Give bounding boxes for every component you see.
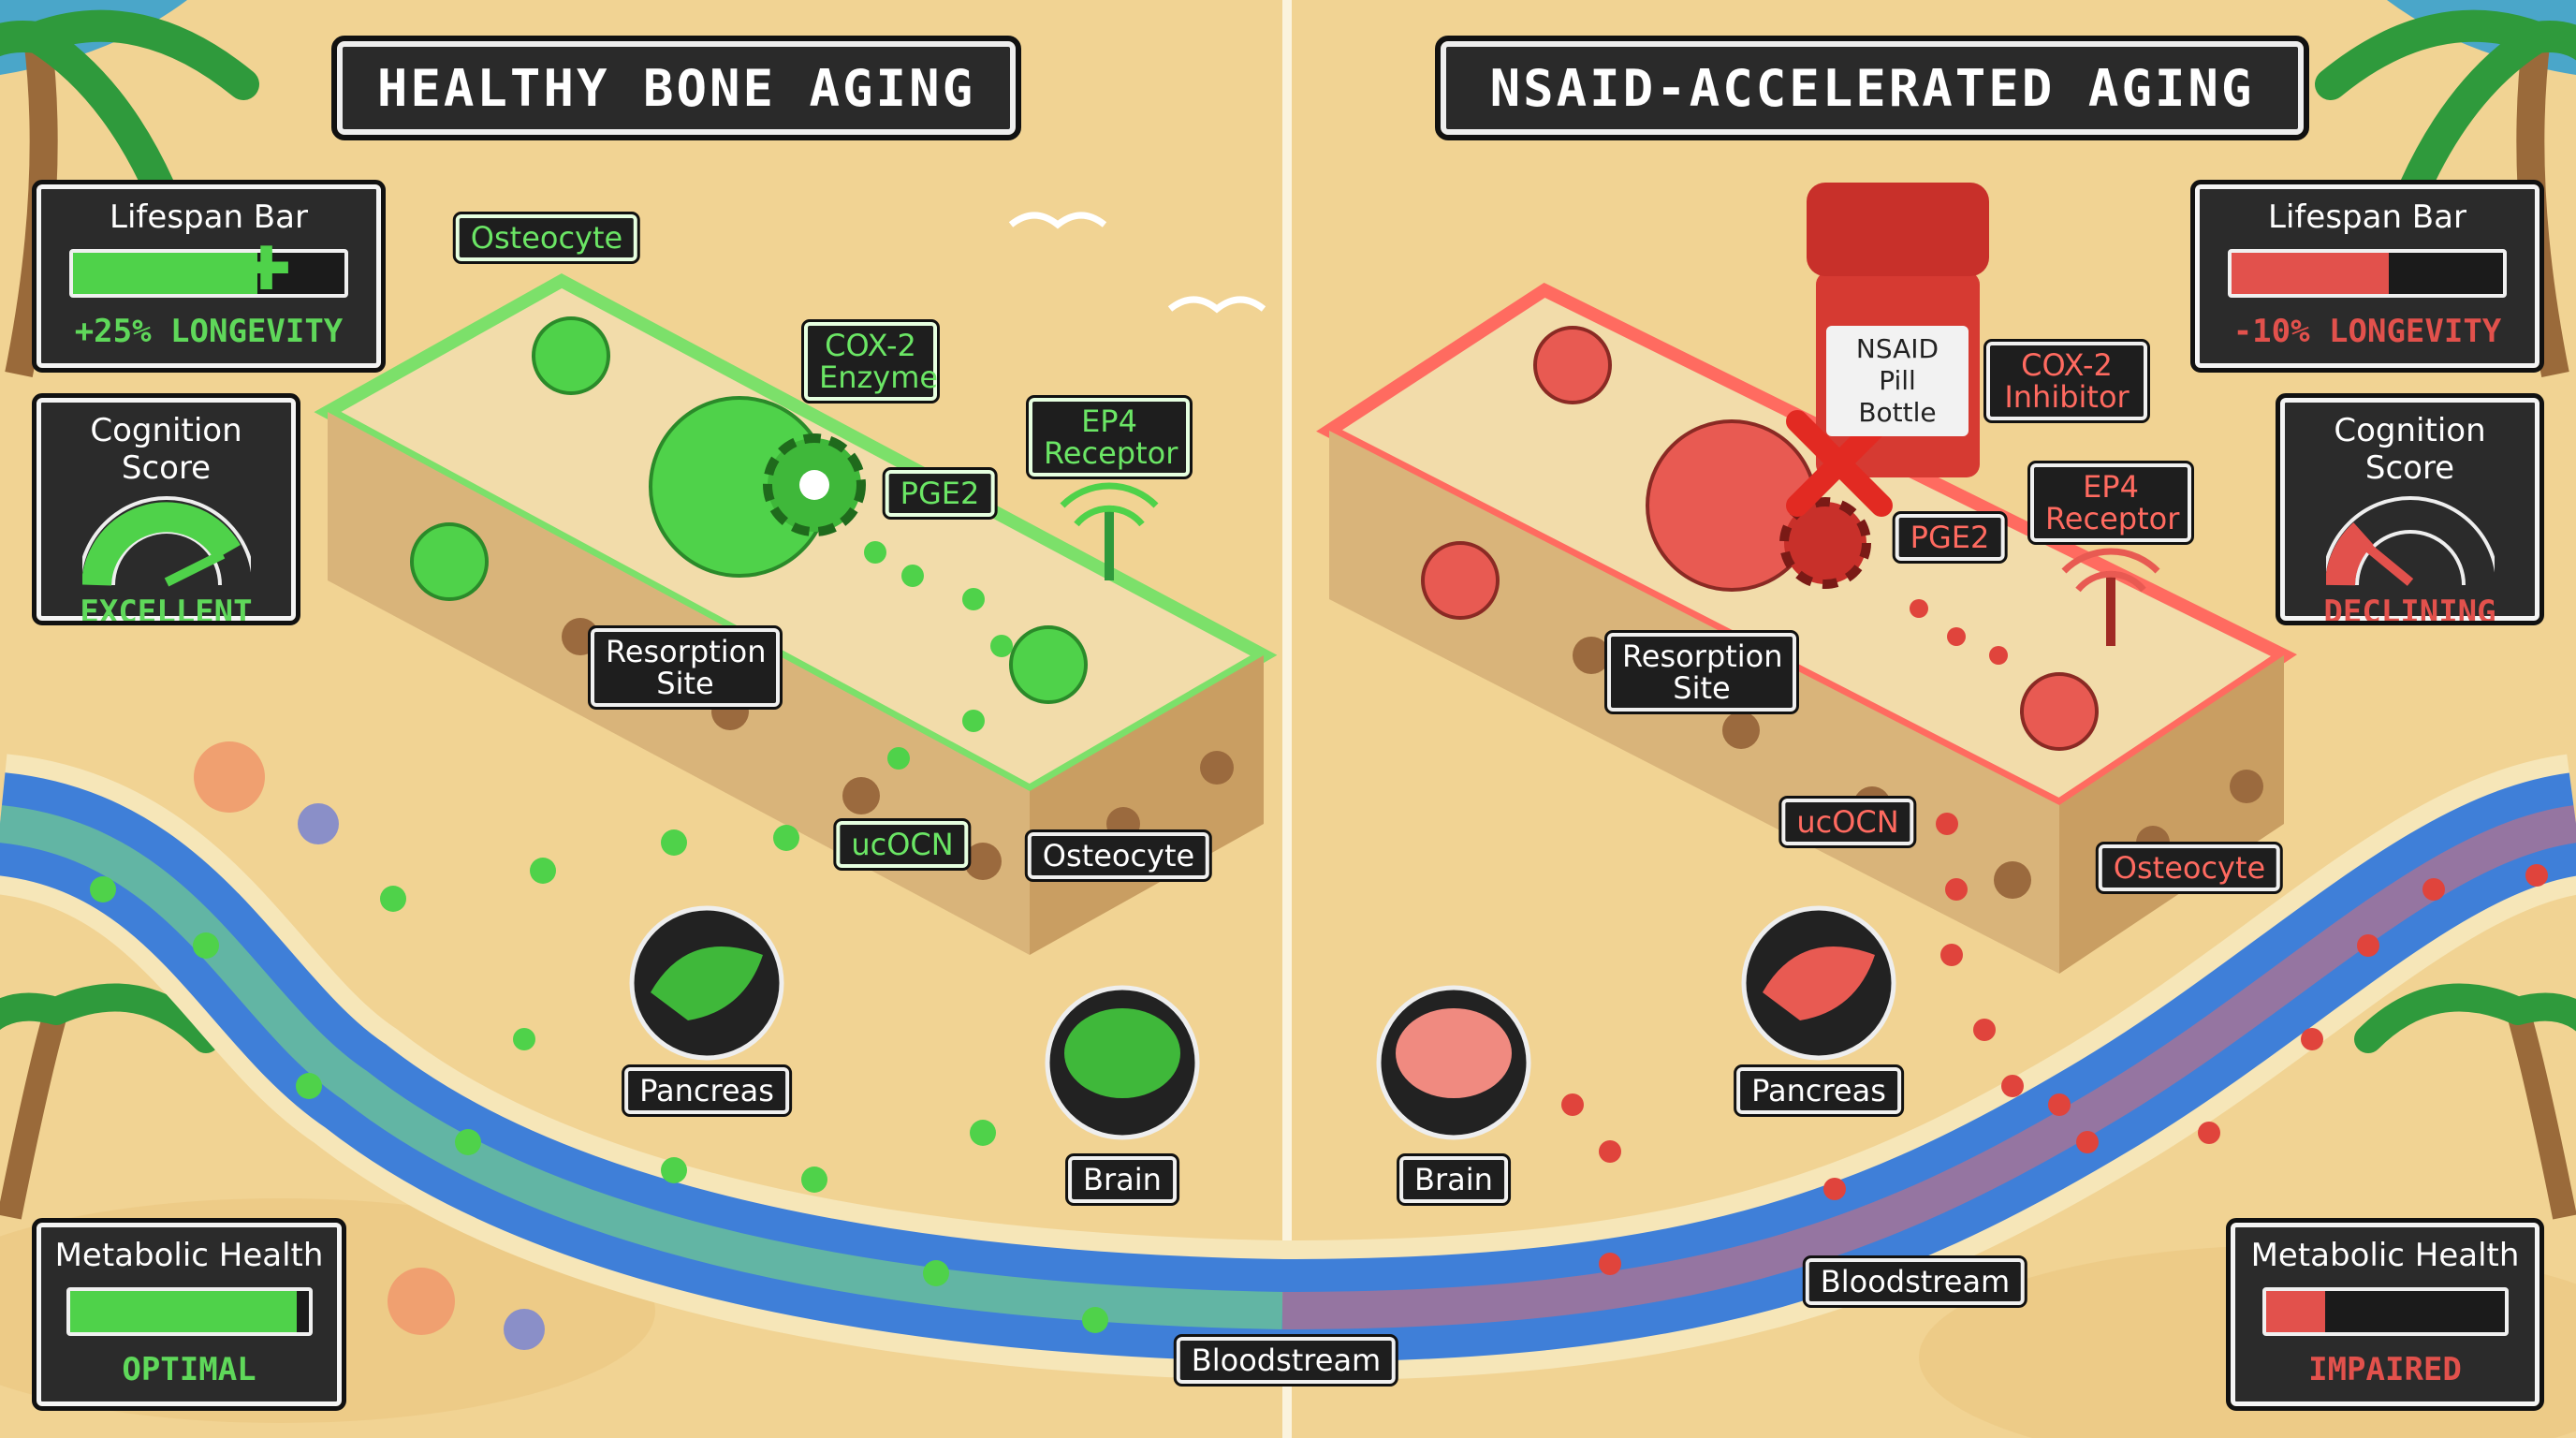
label-bloodstream: Bloodstream: [1802, 1255, 2028, 1308]
gauge-needle: [164, 550, 225, 587]
label-cox2-enzyme: COX-2 Enzyme: [801, 319, 940, 404]
metabolic-status: IMPAIRED: [2308, 1351, 2462, 1388]
label-pancreas: Pancreas: [622, 1064, 792, 1117]
label-osteocyte-bottom: Osteocyte: [1024, 829, 1213, 882]
label-nsaid-pill-bottle: NSAID Pill Bottle: [1826, 326, 1969, 436]
cognition-panel-healthy: Cognition Score EXCELLENT: [32, 393, 300, 631]
metabolic-panel-healthy: Metabolic Health OPTIMAL: [32, 1218, 346, 1411]
label-ep4-receptor: EP4 Receptor: [1026, 395, 1193, 479]
cognition-panel-nsaid: Cognition Score DECLINING: [2276, 393, 2544, 631]
label-resorption-site: Resorption Site: [1604, 630, 1799, 714]
cognition-status: EXCELLENT: [80, 594, 253, 631]
metabolic-panel-nsaid: Metabolic Health IMPAIRED: [2226, 1218, 2544, 1411]
label-cox2-inhibitor: COX-2 Inhibitor: [1983, 339, 2150, 423]
lifespan-panel-healthy: Lifespan Bar ✚ +25% LONGEVITY: [32, 180, 386, 373]
metabolic-fill: [69, 1291, 297, 1332]
antenna-receptor-icon: [2061, 548, 2160, 646]
lifespan-bar: [2228, 249, 2507, 298]
cognition-gauge: [77, 496, 256, 587]
shell-icon: [504, 1309, 545, 1350]
palm-tree-icon: [2354, 983, 2576, 1220]
label-bloodstream: Bloodstream: [1173, 1334, 1399, 1387]
gauge-needle: [2364, 544, 2413, 586]
broken-gear-icon: [1779, 497, 1871, 589]
lifespan-label: Lifespan Bar: [110, 198, 308, 236]
metabolic-bar: [2261, 1287, 2509, 1336]
label-pancreas: Pancreas: [1734, 1064, 1904, 1117]
label-ucocn: ucOCN: [833, 818, 972, 871]
gear-icon: [763, 433, 866, 536]
metabolic-label: Metabolic Health: [2250, 1237, 2520, 1274]
metabolic-label: Metabolic Health: [54, 1237, 324, 1274]
label-brain: Brain: [1065, 1153, 1179, 1206]
osteocyte-cell-icon: [410, 522, 489, 601]
cognition-gauge: [2320, 496, 2499, 586]
lifespan-label: Lifespan Bar: [2268, 198, 2466, 236]
label-osteocyte-top: Osteocyte: [452, 212, 641, 264]
seagull-icon: [1167, 296, 1266, 314]
cognition-status: DECLINING: [2323, 594, 2496, 631]
metabolic-bar: [66, 1287, 313, 1336]
antenna-receptor-icon: [1060, 482, 1159, 580]
seagull-icon: [1008, 212, 1107, 229]
lifespan-fill: [2232, 253, 2390, 294]
label-pge2: PGE2: [882, 467, 998, 520]
osteocyte-cell-icon: [2020, 672, 2099, 751]
title-healthy: HEALTHY BONE AGING: [331, 36, 1021, 140]
lifespan-bar: ✚: [69, 240, 348, 300]
ucocn-particles-healthy: [90, 541, 1108, 1333]
osteocyte-cell-icon: [1421, 541, 1500, 620]
shell-icon: [388, 1268, 455, 1335]
center-divider: [1282, 0, 1292, 1438]
label-osteocyte: Osteocyte: [2095, 842, 2284, 894]
shell-icon: [298, 803, 339, 844]
pancreas-icon: [629, 905, 784, 1061]
lifespan-panel-nsaid: Lifespan Bar -10% LONGEVITY: [2190, 180, 2544, 373]
lifespan-status: -10% LONGEVITY: [2232, 313, 2502, 350]
cognition-label: Cognition Score: [90, 412, 242, 487]
label-pge2: PGE2: [1892, 511, 2008, 564]
brain-icon: [1045, 985, 1200, 1140]
palm-tree-icon: [0, 983, 220, 1220]
osteocyte-cell-icon: [532, 316, 610, 395]
lifespan-status: +25% LONGEVITY: [74, 313, 344, 350]
shell-icon: [194, 741, 265, 813]
metabolic-status: OPTIMAL: [122, 1351, 256, 1388]
label-ep4-receptor: EP4 Receptor: [2027, 461, 2194, 545]
label-resorption-site: Resorption Site: [588, 625, 783, 710]
cognition-label: Cognition Score: [2334, 412, 2486, 487]
pancreas-icon: [1741, 905, 1896, 1061]
lifespan-fill: [73, 253, 258, 294]
label-brain: Brain: [1397, 1153, 1511, 1206]
label-ucocn: ucOCN: [1778, 796, 1917, 848]
plus-icon: ✚: [241, 235, 292, 304]
osteocyte-cell-icon: [1009, 625, 1088, 704]
metabolic-fill: [2265, 1291, 2326, 1332]
ucocn-particles-impaired: [1561, 599, 2548, 1275]
osteocyte-cell-icon: [1533, 326, 1612, 404]
brain-icon: [1376, 985, 1531, 1140]
title-nsaid: NSAID-ACCELERATED AGING: [1435, 36, 2309, 140]
